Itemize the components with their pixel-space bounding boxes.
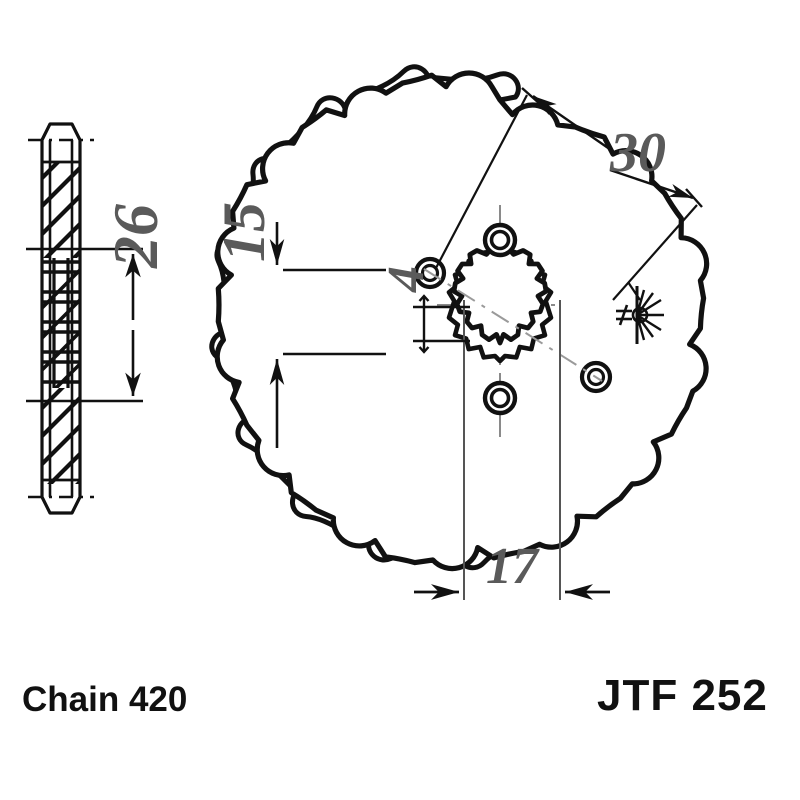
bolt-hole-upper: [482, 222, 518, 258]
spline-bore-profile: [451, 244, 549, 346]
dimension-label-30: 30: [610, 122, 666, 184]
chain-label: Chain 420: [22, 680, 188, 719]
section-chamfer-lines: [42, 160, 80, 482]
surface-finish-icon: [616, 281, 664, 344]
dimension-label-26: 26: [100, 204, 171, 268]
section-inner-rails: [48, 140, 74, 497]
section-hatch-lower: [42, 388, 80, 484]
dimension-15: [269, 222, 386, 448]
section-hub-splines: [42, 258, 80, 388]
section-end-centerlines: [28, 138, 94, 499]
dimension-30: [435, 87, 703, 301]
dimension-label-15: 15: [211, 202, 277, 262]
section-hatch-upper: [42, 162, 80, 258]
dimension-17: [414, 300, 610, 600]
dimension-label-4: 4: [378, 266, 435, 292]
dimension-label-17: 17: [486, 538, 538, 595]
bolt-hole-lower: [482, 380, 518, 416]
part-number-label: JTF 252: [597, 671, 768, 720]
dimension-4: [413, 294, 470, 354]
diagonal-reference-centerline: [423, 268, 603, 382]
